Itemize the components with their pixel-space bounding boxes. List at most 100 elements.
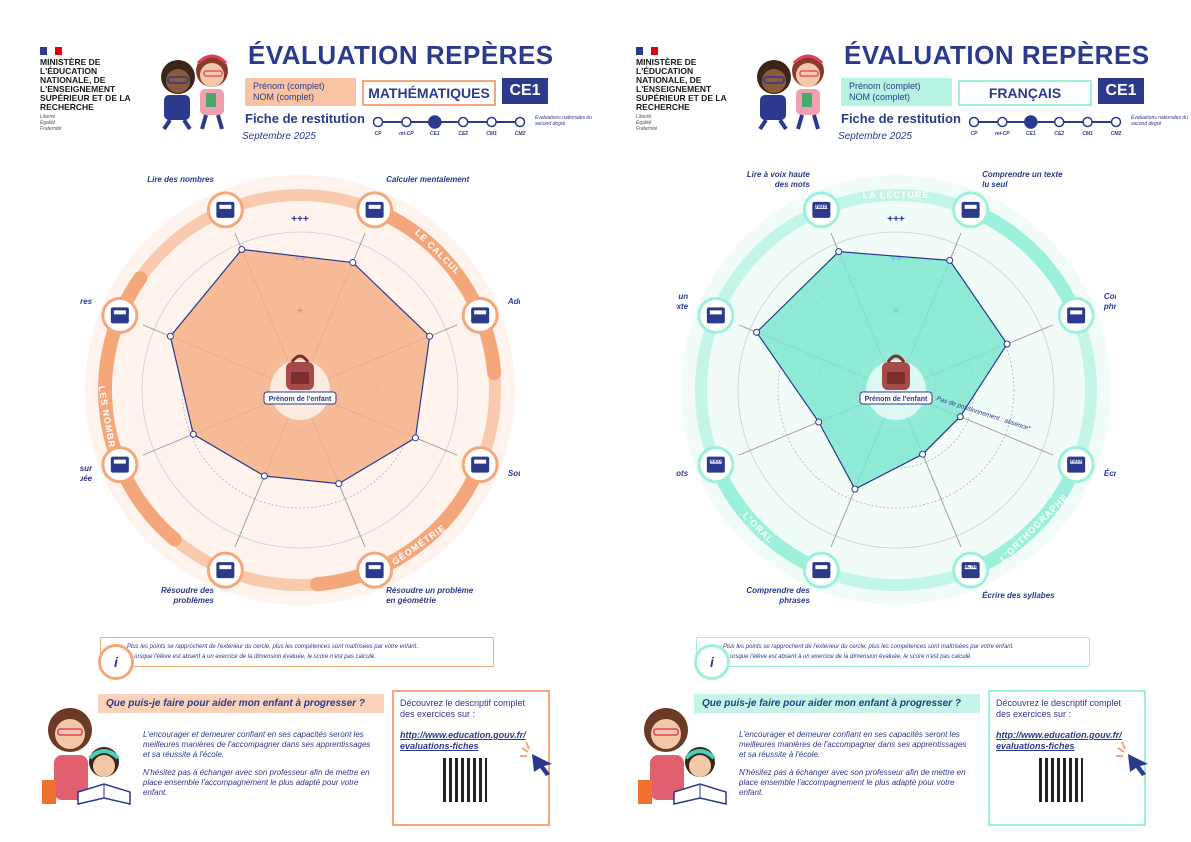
number-line-icon xyxy=(101,446,139,484)
resources-box: Découvrez le descriptif complet des exer… xyxy=(392,690,550,826)
national-evaluations-note: Évaluations nationales du second degré xyxy=(1131,115,1188,127)
axis-label: Calculer mentalement xyxy=(386,175,469,184)
level-badge: CE1 xyxy=(1098,78,1144,104)
score-point xyxy=(238,245,246,253)
info-line-2-text: Lorsque l'élève est absent à un exercice… xyxy=(130,654,376,660)
timeline-label: mi-CP xyxy=(995,131,1010,137)
qr-code[interactable] xyxy=(443,758,487,802)
domain-ring xyxy=(695,189,1097,591)
icon-caption: chaton xyxy=(708,459,724,465)
last-name-label: NOM (complet) xyxy=(253,92,315,102)
timeline-label: CE2 xyxy=(1054,131,1064,137)
timeline-dot xyxy=(372,116,384,128)
score-point xyxy=(956,413,964,421)
info-line-1: Plus les points se rapprochent de l'exté… xyxy=(127,644,418,650)
scale-circle xyxy=(737,231,1055,549)
score-point xyxy=(851,485,859,493)
info-line-2: • Lorsque l'élève est absent à un exerci… xyxy=(127,652,487,662)
subtraction-icon xyxy=(461,446,499,484)
scale-circle xyxy=(141,231,459,549)
info-icon: i xyxy=(694,644,730,680)
help-paragraph-1: L'encourager et demeurer confiant en ses… xyxy=(143,730,371,759)
help-question: Que puis-je faire pour aider mon enfant … xyxy=(98,694,384,713)
subject-label: MATHÉMATIQUES xyxy=(362,80,496,106)
student-name-box: Prénom (complet) NOM (complet) xyxy=(841,78,952,106)
timeline-dot xyxy=(457,116,469,128)
score-point xyxy=(1003,340,1011,348)
math-report-page: MINISTÈRE DE L'ÉDUCATION NATIONALE, DE L… xyxy=(0,0,595,842)
french-report-page: MINISTÈRE DE L'ÉDUCATION NATIONALE, DE L… xyxy=(596,0,1191,842)
axis-label: Lire des nombres xyxy=(147,175,214,184)
oral-sentences-icon xyxy=(802,551,840,589)
score-point xyxy=(835,248,843,256)
report-subtitle: Fiche de restitution xyxy=(245,111,365,126)
last-name-label: NOM (complet) xyxy=(849,92,911,102)
score-point xyxy=(189,430,197,438)
scale-marker: +++ xyxy=(291,214,309,225)
score-point xyxy=(335,480,343,488)
mental-calc-icon xyxy=(356,191,394,229)
timeline-label: CP xyxy=(971,131,979,137)
domain-arc xyxy=(375,206,502,381)
timeline-dot xyxy=(401,116,412,128)
national-evaluations-note: Évaluations nationales du second degré xyxy=(535,115,592,127)
info-line-2-text: Lorsque l'élève est absent à un exercice… xyxy=(726,654,972,660)
republic-devise: Liberté Égalité Fraternité xyxy=(636,114,658,132)
resources-link[interactable]: http://www.education.gouv.fr/ evaluation… xyxy=(996,730,1122,751)
axis-label: Soustraire xyxy=(508,469,520,478)
score-point xyxy=(946,256,954,264)
qr-code[interactable] xyxy=(1039,758,1083,802)
parent-child-reading-illustration xyxy=(638,708,727,805)
axis-label: Écrire des nombres xyxy=(80,297,93,306)
info-line-1: Plus les points se rapprochent de l'exté… xyxy=(723,644,1014,650)
children-illustration xyxy=(757,54,824,130)
axis-label: Comprendre des mots xyxy=(676,469,689,478)
icon-caption: chaton xyxy=(1068,459,1084,465)
child-name-label: Prénom de l'enfant xyxy=(269,396,332,403)
score-point xyxy=(426,332,434,340)
timeline-label: CE1 xyxy=(1026,131,1036,137)
help-paragraph-1: L'encourager et demeurer confiant en ses… xyxy=(739,730,967,759)
info-line-2: • Lorsque l'élève est absent à un exerci… xyxy=(723,652,1083,662)
info-box: Plus les points se rapprochent de l'exté… xyxy=(696,637,1090,667)
timeline-dot xyxy=(997,116,1008,128)
center-label-box xyxy=(859,391,933,405)
timeline-dot xyxy=(1082,116,1093,128)
scale-marker: +++ xyxy=(887,214,905,225)
write-syllables-icon: ba, né, xyxy=(952,551,990,589)
first-name-label: Prénom (complet) xyxy=(253,81,325,91)
timeline-label: CP xyxy=(375,131,383,137)
info-box: Plus les points se rapprochent de l'exté… xyxy=(100,637,494,667)
timeline-dot xyxy=(1110,116,1122,128)
timeline-dot xyxy=(968,116,980,128)
read-aloud-text-icon xyxy=(697,296,735,334)
timeline-dot xyxy=(428,115,442,129)
score-point xyxy=(166,332,174,340)
republic-devise: Liberté Égalité Fraternité xyxy=(40,114,62,132)
french-flag-icon xyxy=(636,47,658,55)
french-flag-icon xyxy=(40,47,62,55)
number-writing-icon xyxy=(101,296,139,334)
level-badge: CE1 xyxy=(502,78,548,104)
subject-label: FRANÇAIS xyxy=(958,80,1092,106)
backpack-icon xyxy=(882,354,910,390)
timeline-dot xyxy=(1024,115,1038,129)
resources-label: Découvrez le descriptif complet des exer… xyxy=(996,698,1122,719)
axis-label: Écrire des syllabes xyxy=(982,591,1055,600)
axis-label: Placer un nombre surune ligne graduée xyxy=(80,464,93,483)
info-icon: i xyxy=(98,644,134,680)
timeline-dot xyxy=(1053,116,1065,128)
domain-label: LA LECTURE xyxy=(863,190,930,200)
resources-link[interactable]: http://www.education.gouv.fr/ evaluation… xyxy=(400,730,526,751)
timeline-label: CE1 xyxy=(430,131,440,137)
score-point xyxy=(411,434,419,442)
axis-label: Additionner xyxy=(507,297,520,306)
icon-caption: chaton xyxy=(813,204,829,210)
